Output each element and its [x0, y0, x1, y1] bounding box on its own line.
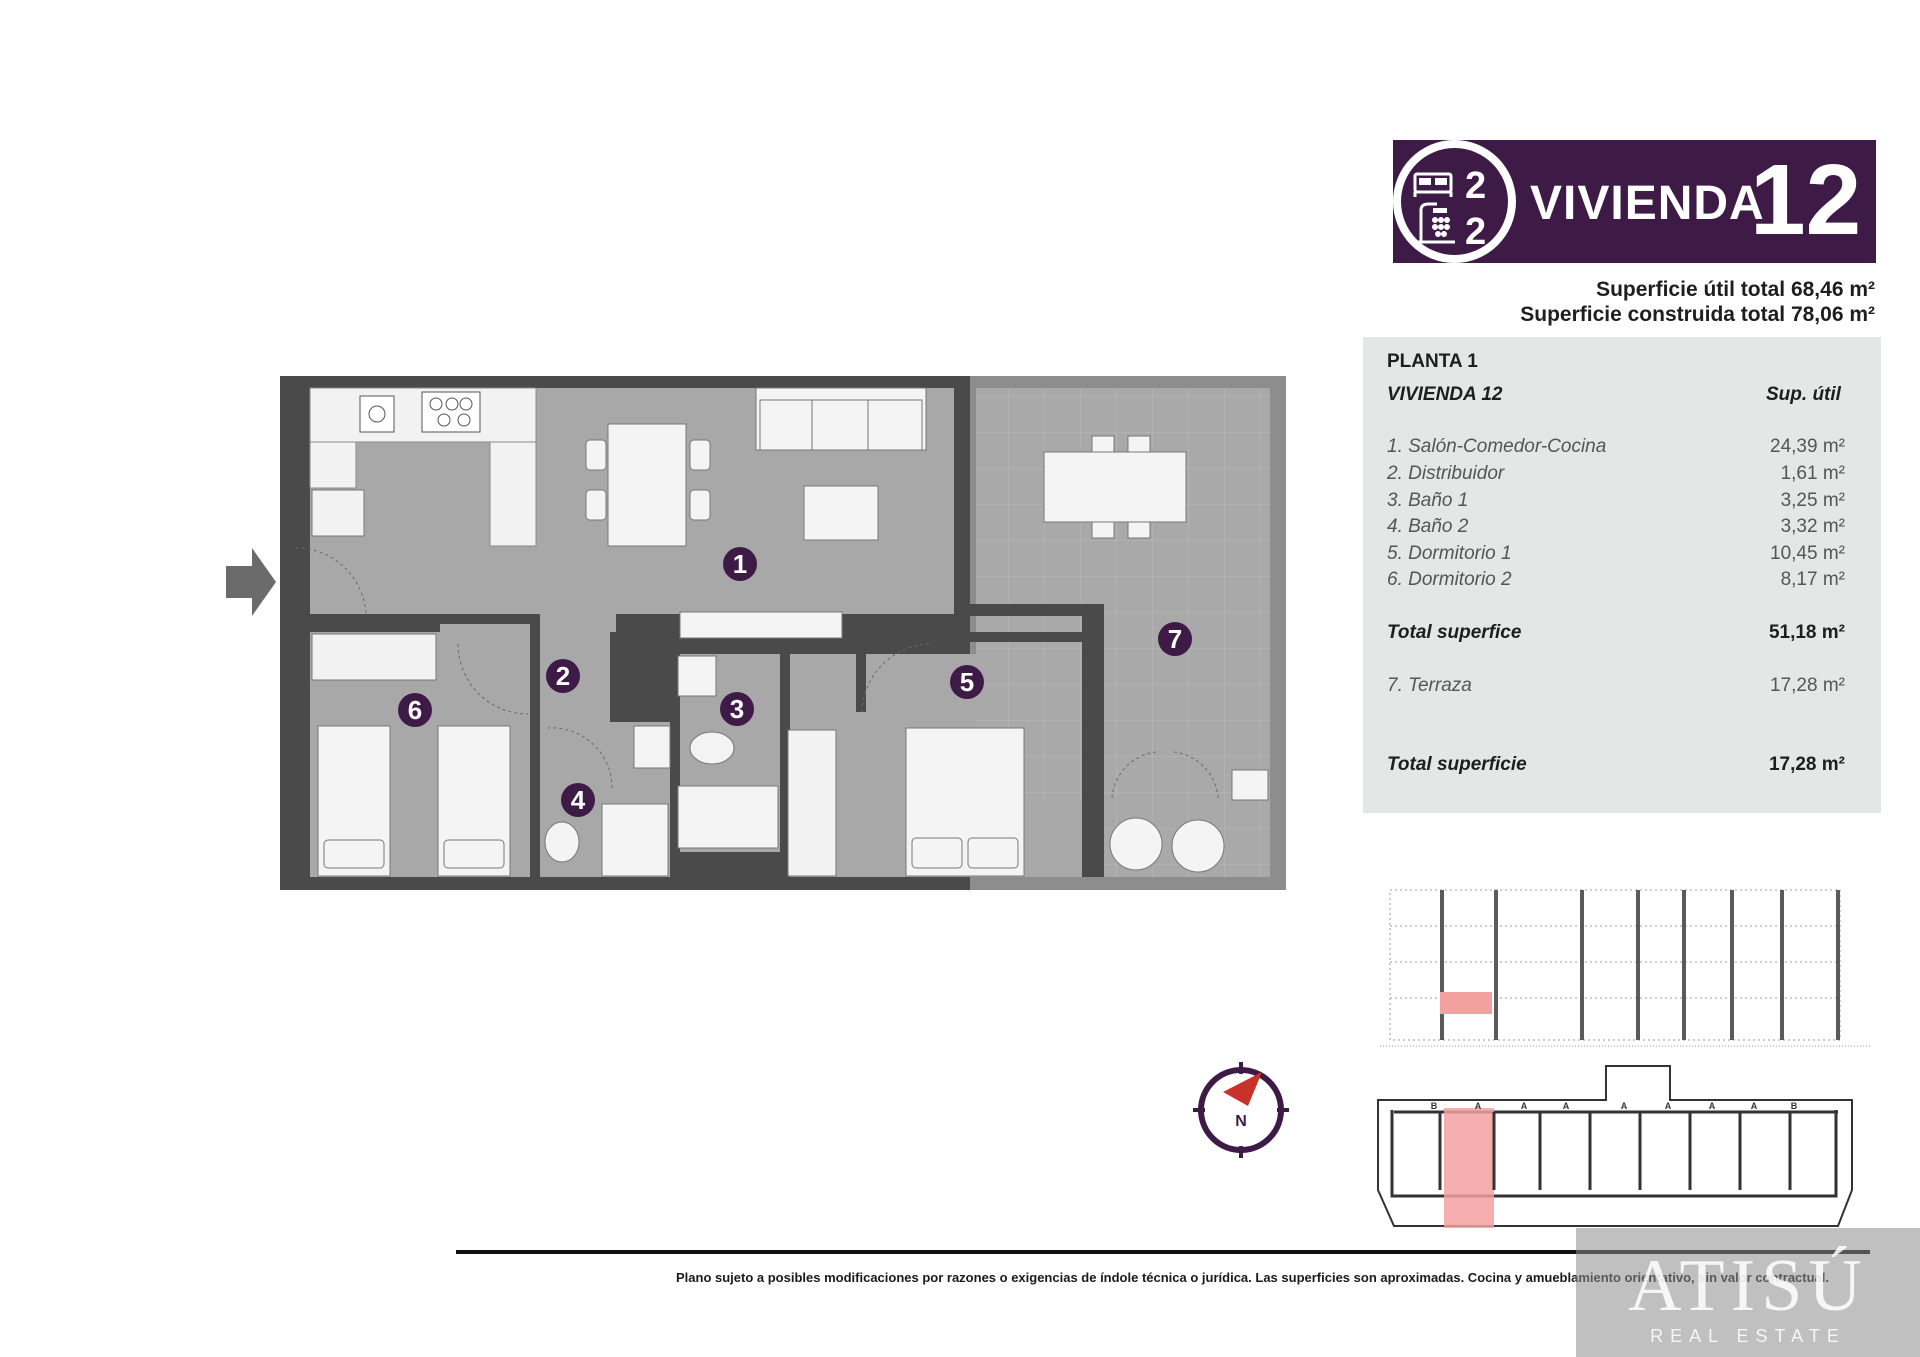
- shower-icon: [1415, 202, 1455, 244]
- marker-label-1: 1: [733, 549, 747, 579]
- terrace-row: 7. Terraza: [1387, 675, 1472, 696]
- washbasin-1: [677, 655, 717, 697]
- compass-icon: N: [1193, 1062, 1289, 1158]
- terrace-area: 17,28 m²: [1770, 675, 1845, 696]
- room-area-2: 1,61 m²: [1780, 463, 1845, 484]
- washing-machine: [1109, 817, 1163, 871]
- room-row-1: 1. Salón-Comedor-Cocina: [1387, 436, 1607, 457]
- total-value: 51,18 m²: [1768, 622, 1845, 643]
- toilet-2: [544, 821, 580, 863]
- marker-label-2: 2: [556, 661, 570, 691]
- marker-label-5: 5: [960, 667, 974, 697]
- tv-unit: [679, 611, 843, 639]
- site-unit-label-7: A: [1709, 1101, 1716, 1111]
- site-unit-label-5: A: [1621, 1101, 1628, 1111]
- elevation-highlight: [1440, 992, 1492, 1014]
- bathroom-count: 2: [1465, 211, 1486, 253]
- total2-label: Total superficie: [1387, 754, 1527, 775]
- marker-4: [561, 783, 595, 817]
- terrace-table: [1043, 435, 1187, 539]
- table-unit: VIVIENDA 12: [1387, 384, 1503, 405]
- marker-1: [723, 547, 757, 581]
- badge-title: VIVIENDA: [1530, 177, 1765, 230]
- marker-3: [720, 692, 754, 726]
- site-unit-label-8: A: [1751, 1101, 1758, 1111]
- wardrobe-2: [311, 633, 437, 681]
- surface-built: Superficie construida total 78,06 m²: [1520, 303, 1875, 326]
- footer-divider: [456, 1250, 1870, 1254]
- room-area-3: 3,25 m²: [1780, 490, 1845, 511]
- site-plan: B A A A A A A A B: [1377, 1065, 1853, 1228]
- total2-value: 17,28 m²: [1768, 754, 1845, 775]
- marker-label-4: 4: [571, 785, 586, 815]
- room-row-6: 6. Dormitorio 2: [1387, 569, 1512, 590]
- single-bed-1: [317, 725, 391, 877]
- marker-5: [950, 665, 984, 699]
- site-unit-label-9: B: [1791, 1101, 1798, 1111]
- room-row-3: 3. Baño 1: [1387, 490, 1469, 511]
- table-floor: PLANTA 1: [1387, 351, 1478, 372]
- sofa: [755, 387, 927, 451]
- boiler: [1171, 819, 1225, 873]
- marker-label-6: 6: [408, 695, 422, 725]
- watermark-sub: REAL ESTATE: [1650, 1326, 1846, 1346]
- disclaimer: Plano sujeto a posibles modificaciones p…: [676, 1270, 1830, 1285]
- cooktop-icon: [421, 391, 481, 433]
- site-unit-label-3: A: [1521, 1101, 1528, 1111]
- sink-icon: [359, 395, 395, 433]
- room-area-5: 10,45 m²: [1770, 543, 1845, 564]
- badge-circle-inner: [1401, 148, 1508, 255]
- room-markers: [398, 547, 1192, 817]
- bedroom-count: 2: [1465, 165, 1486, 207]
- badge-icons: 2 2: [1413, 165, 1486, 253]
- site-unit-label-1: B: [1431, 1101, 1438, 1111]
- marker-7: [1158, 622, 1192, 656]
- toilet-1: [689, 731, 735, 765]
- watermark-logo: ATISÚ REAL ESTATE: [1576, 1228, 1920, 1357]
- room-row-5: 5. Dormitorio 1: [1387, 543, 1512, 564]
- bed-icon: [1413, 172, 1453, 197]
- marker-6: [398, 693, 432, 727]
- room-row-4: 4. Baño 2: [1387, 516, 1469, 537]
- marker-label-3: 3: [730, 694, 744, 724]
- terrace-sink: [1231, 769, 1269, 801]
- marker-label-7: 7: [1168, 624, 1182, 654]
- entrance-arrow-icon: [226, 548, 276, 616]
- site-plan-highlight: [1444, 1108, 1494, 1228]
- site-unit-label-4: A: [1563, 1101, 1570, 1111]
- room-area-1: 24,39 m²: [1770, 436, 1845, 457]
- marker-2: [546, 659, 580, 693]
- room-area-6: 8,17 m²: [1780, 569, 1845, 590]
- washbasin-2: [633, 725, 671, 769]
- badge-number: 12: [1750, 144, 1862, 256]
- compass-label: N: [1235, 1113, 1247, 1130]
- table-col-label: Sup. útil: [1766, 384, 1841, 405]
- door-swings: [295, 547, 1219, 799]
- fridge: [311, 489, 365, 537]
- coffee-table: [803, 485, 879, 541]
- site-unit-label-2: A: [1475, 1101, 1482, 1111]
- watermark-brand: ATISÚ: [1628, 1245, 1868, 1327]
- building-elevation: [1380, 889, 1870, 1047]
- dining-table: [585, 423, 711, 547]
- bathtub-1: [677, 785, 779, 849]
- room-row-2: 2. Distribuidor: [1387, 463, 1505, 484]
- site-unit-label-6: A: [1665, 1101, 1672, 1111]
- total-label: Total superfice: [1387, 622, 1522, 643]
- single-bed-2: [437, 725, 511, 877]
- wardrobe-1: [787, 729, 837, 877]
- elevation-columns: [1440, 890, 1840, 1040]
- area-table-panel: [1363, 337, 1881, 813]
- room-area-4: 3,32 m²: [1780, 516, 1845, 537]
- double-bed: [905, 727, 1025, 877]
- surface-useful: Superficie útil total 68,46 m²: [1596, 278, 1875, 301]
- shower-tray-2: [601, 803, 669, 877]
